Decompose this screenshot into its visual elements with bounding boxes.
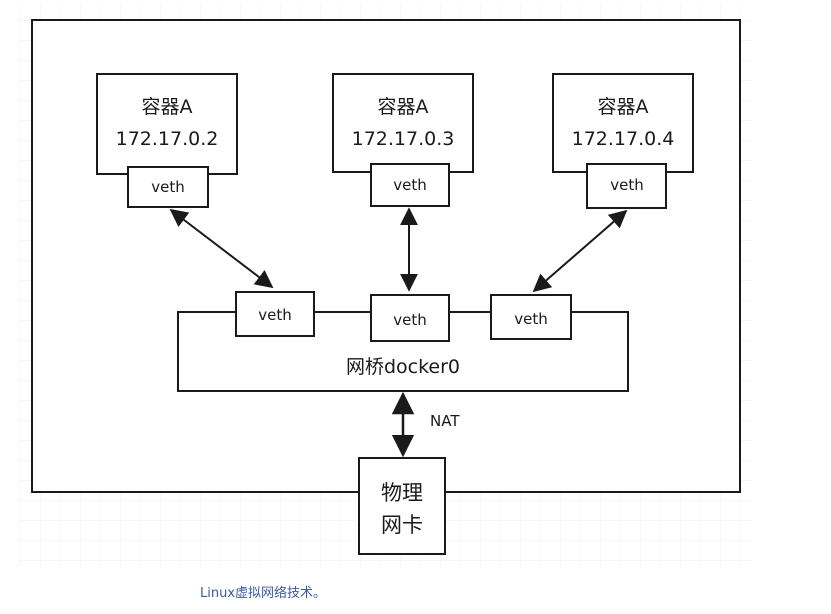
arrow-container1-bridge (169, 208, 274, 289)
bridge-veth-label-2: veth (393, 311, 427, 329)
bridge-veth-label-1: veth (258, 306, 292, 324)
bridge-veth-label-3: veth (514, 310, 548, 328)
physical-nic: 物理 网卡 (358, 457, 446, 555)
container-name-2: 容器A (378, 96, 429, 118)
container-veth-box-2 (370, 163, 450, 207)
container-veth-label-3: veth (610, 176, 644, 194)
bridge-docker0: 网桥docker0 veth veth veth (177, 291, 629, 392)
container-box-2: 容器A 172.17.0.3 veth (332, 73, 474, 207)
container-veth-box-1 (127, 166, 209, 208)
container-ip-1: 172.17.0.2 (116, 128, 219, 150)
arrow-container3-bridge (532, 209, 628, 293)
container-name-3: 容器A (598, 96, 649, 118)
container-box-3: 容器A 172.17.0.4 veth (552, 73, 694, 209)
bridge-veth-box-1 (235, 291, 315, 337)
nat-label: NAT (430, 412, 460, 430)
bridge-veth-box-3 (490, 294, 572, 340)
container-ip-3: 172.17.0.4 (572, 128, 675, 150)
container-box-1: 容器A 172.17.0.2 veth (96, 73, 238, 208)
figure-caption: Linux虚拟网络技术。 (200, 585, 326, 601)
container-ip-2: 172.17.0.3 (352, 128, 455, 150)
nic-label-line2: 网卡 (381, 513, 423, 537)
container-veth-label-2: veth (393, 176, 427, 194)
container-veth-label-1: veth (151, 178, 185, 196)
bridge-label: 网桥docker0 (346, 356, 460, 378)
bridge-veth-box-2 (370, 294, 450, 342)
container-name-1: 容器A (142, 96, 193, 118)
nic-label-line1: 物理 (381, 481, 423, 505)
container-veth-box-3 (586, 163, 667, 209)
